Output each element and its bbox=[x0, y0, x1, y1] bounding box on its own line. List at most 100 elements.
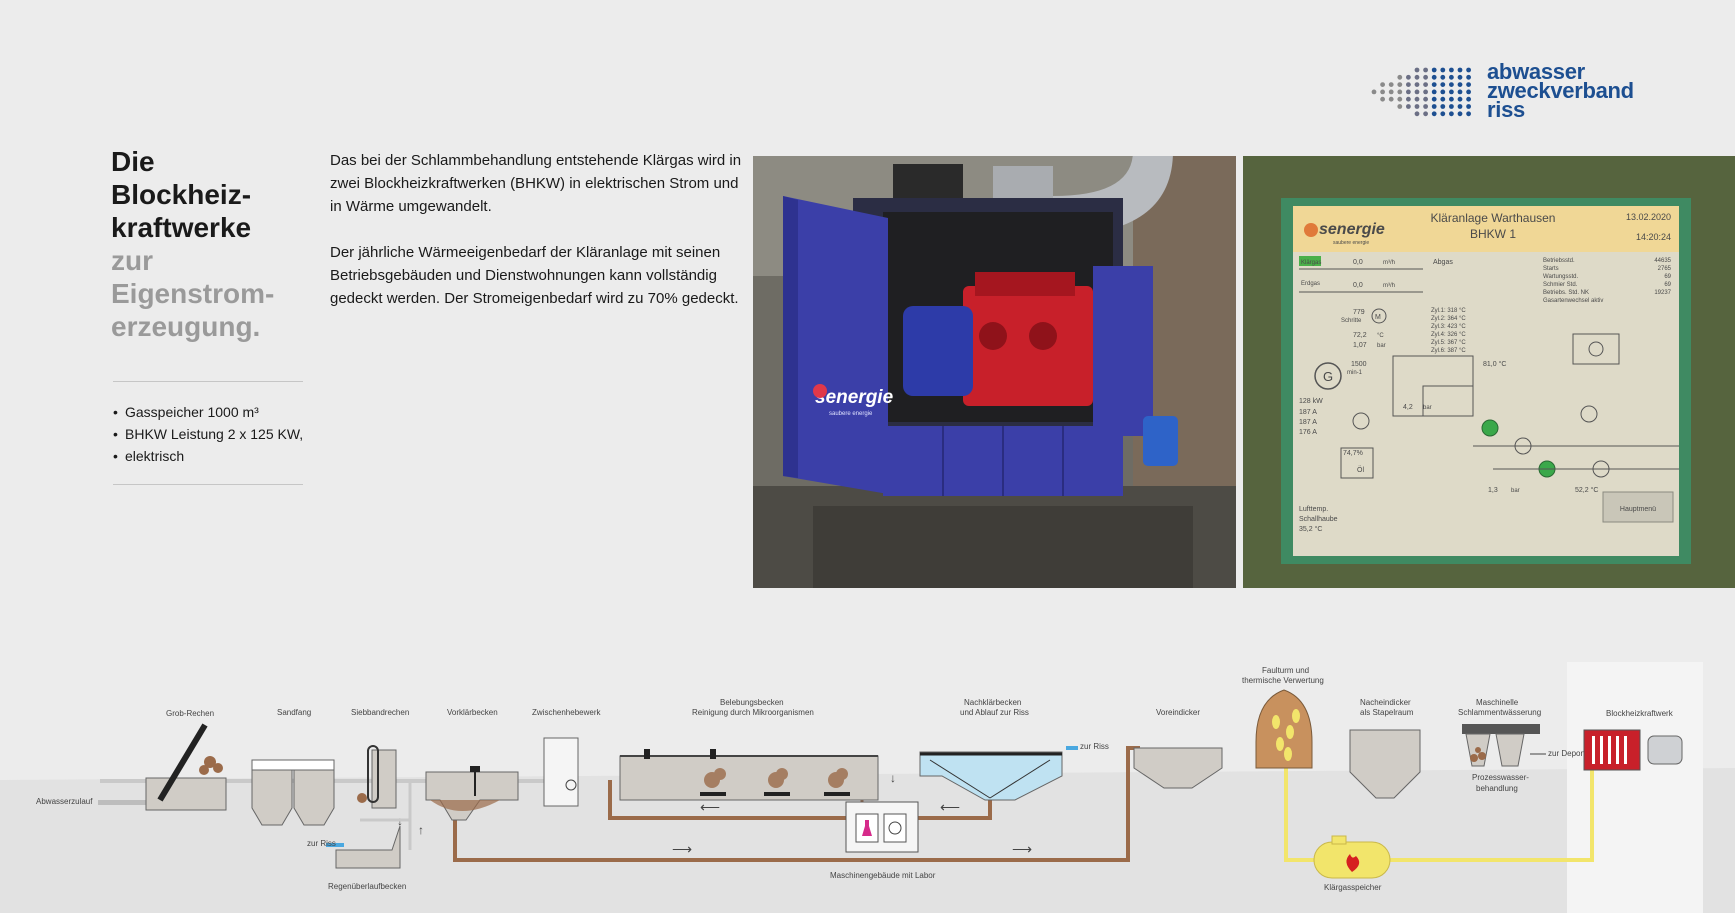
screen-stat-value: 2765 bbox=[1658, 266, 1672, 272]
label-grob-rechen: Grob-Rechen bbox=[166, 709, 214, 718]
screen-power: 128 kW bbox=[1299, 398, 1323, 405]
logo-dot bbox=[1440, 111, 1446, 117]
logo-dot bbox=[1449, 104, 1454, 109]
screen-stat-label: Starts bbox=[1543, 266, 1559, 272]
screen-oil-label: Öl bbox=[1357, 466, 1364, 474]
logo-dot bbox=[1406, 104, 1411, 109]
sandfang-tank-2 bbox=[293, 761, 335, 826]
screen-main-menu-button[interactable] bbox=[1602, 491, 1674, 523]
label-voreindicker: Voreindicker bbox=[1156, 708, 1200, 717]
logo-dot bbox=[1423, 111, 1428, 117]
screen-stat-value: 19237 bbox=[1654, 290, 1671, 296]
logo-line-2: zweckverband bbox=[1487, 78, 1634, 103]
screen-current: 187 A bbox=[1299, 419, 1317, 426]
screen-stat-value: 69 bbox=[1664, 282, 1671, 288]
logo-dot bbox=[1431, 82, 1437, 87]
screen-time: 14:20:24 bbox=[1636, 232, 1671, 242]
zwischenhebewerk-unit bbox=[543, 737, 579, 807]
logo-dot bbox=[1414, 74, 1420, 80]
logo-dot bbox=[1397, 89, 1403, 95]
logo-dot bbox=[1423, 67, 1428, 73]
photo-brand-label: senergie bbox=[815, 387, 894, 408]
logo-dot bbox=[1449, 111, 1454, 117]
label-zur-deponie: zur Deponie bbox=[1548, 749, 1592, 758]
logo-dot bbox=[1466, 111, 1471, 117]
label-faulturm-2: thermische Verwertung bbox=[1242, 676, 1324, 685]
screen-pressure-3-value: 1,3 bbox=[1488, 487, 1498, 494]
logo-wordmark: abwasser zweckverband riss bbox=[1487, 61, 1634, 121]
label-nachklaerbecken-2: und Ablauf zur Riss bbox=[960, 708, 1029, 717]
logo-dot bbox=[1466, 96, 1471, 102]
divider-top bbox=[113, 381, 303, 382]
screen-brand-tagline: saubere energie bbox=[1333, 240, 1369, 246]
screen-cylinder: Zyl.4: 326 °C bbox=[1431, 332, 1466, 338]
photo-brand-tagline: saubere energie bbox=[829, 411, 873, 417]
label-zur-riss-2: zur Riss bbox=[1080, 742, 1109, 751]
label-belebungsbecken-2: Reinigung durch Mikroorganismen bbox=[692, 708, 814, 717]
logo-dot bbox=[1371, 89, 1377, 95]
logo-dot bbox=[1466, 67, 1471, 73]
logo-dot bbox=[1466, 74, 1471, 80]
photo-chp-unit: senergie saubere energie bbox=[753, 156, 1236, 588]
logo: abwasser zweckverband riss bbox=[1370, 61, 1690, 124]
logo-dot bbox=[1457, 74, 1463, 80]
screen-temp-3: 52,2 °C bbox=[1575, 486, 1598, 494]
logo-dot bbox=[1423, 96, 1428, 102]
faulturm-tower bbox=[1255, 689, 1313, 769]
logo-dot bbox=[1440, 74, 1446, 80]
svg-text:⟵: ⟵ bbox=[700, 799, 720, 815]
screen-current: 187 A bbox=[1299, 409, 1317, 416]
logo-dot bbox=[1423, 104, 1428, 109]
screen-current: 176 A bbox=[1299, 429, 1317, 436]
siebbandrechen-unit bbox=[371, 749, 397, 809]
screen-pressure-2-value: 4,2 bbox=[1403, 404, 1413, 411]
label-siebbandrechen: Siebbandrechen bbox=[351, 708, 409, 717]
fact-item: elektrisch bbox=[113, 445, 313, 467]
logo-dot bbox=[1457, 104, 1463, 109]
logo-dot bbox=[1423, 74, 1428, 80]
label-abwasserzulauf: Abwasserzulauf bbox=[36, 797, 93, 806]
logo-dot bbox=[1397, 74, 1403, 80]
screen-flow-2: 0,0 bbox=[1353, 282, 1363, 289]
sandfang-tank-1 bbox=[251, 761, 293, 826]
logo-dot bbox=[1414, 82, 1420, 87]
title-line-5: Eigenstrom- bbox=[111, 278, 275, 309]
title-line-6: erzeugung. bbox=[111, 311, 261, 342]
process-diagram: ⟵ ⟵ ⟶ ⟶ ↓ ↑ ↓ Abwasserzulauf Grob-Rechen… bbox=[0, 662, 1735, 913]
logo-dot bbox=[1388, 82, 1394, 87]
control-screen-illustration: senergie saubere energie Kläranlage Wart… bbox=[1243, 156, 1735, 588]
screen-generator: G bbox=[1323, 369, 1333, 384]
screen-rpm-value: 1500 bbox=[1351, 361, 1367, 368]
screen-cylinder: Zyl.5: 367 °C bbox=[1431, 340, 1466, 346]
title-line-2: Blockheiz- bbox=[111, 179, 252, 210]
photo-control-screen: senergie saubere energie Kläranlage Wart… bbox=[1243, 156, 1735, 588]
screen-abgas: Abgas bbox=[1433, 259, 1453, 266]
logo-dot bbox=[1449, 82, 1454, 87]
svg-text:⟶: ⟶ bbox=[672, 841, 692, 857]
svg-text:↑: ↑ bbox=[418, 823, 424, 837]
intro-paragraph-1: Das bei der Schlammbehandlung entstehend… bbox=[330, 152, 742, 215]
logo-dot bbox=[1431, 89, 1437, 95]
logo-dot bbox=[1466, 89, 1471, 95]
screen-stat-value: 69 bbox=[1664, 274, 1671, 280]
screen-pressure-unit: bar bbox=[1377, 343, 1386, 349]
screen-pressure-value: 1,07 bbox=[1353, 342, 1367, 349]
screen-cylinder: Zyl.2: 364 °C bbox=[1431, 316, 1466, 322]
logo-dot bbox=[1440, 104, 1446, 109]
fact-item: BHKW Leistung 2 x 125 KW, bbox=[113, 423, 313, 445]
screen-title-2: BHKW 1 bbox=[1470, 227, 1516, 241]
logo-dot bbox=[1431, 67, 1437, 73]
logo-dot bbox=[1423, 82, 1428, 87]
screen-stat-label: Betriebsstd. bbox=[1543, 258, 1575, 264]
screen-rpm-unit: min-1 bbox=[1347, 370, 1363, 376]
intro-text: Das bei der Schlammbehandlung entstehend… bbox=[330, 149, 750, 333]
logo-dot bbox=[1414, 104, 1420, 109]
screen-brand: senergie bbox=[1319, 221, 1385, 238]
page-title: Die Blockheiz- kraftwerke zur Eigenstrom… bbox=[111, 145, 301, 343]
logo-dot bbox=[1431, 74, 1437, 80]
label-nacheindicker-1: Nacheindicker bbox=[1360, 698, 1411, 707]
logo-dot bbox=[1414, 89, 1420, 95]
logo-dot bbox=[1440, 67, 1446, 73]
label-prozesswasser-2: behandlung bbox=[1476, 784, 1518, 793]
logo-dot bbox=[1457, 67, 1463, 73]
